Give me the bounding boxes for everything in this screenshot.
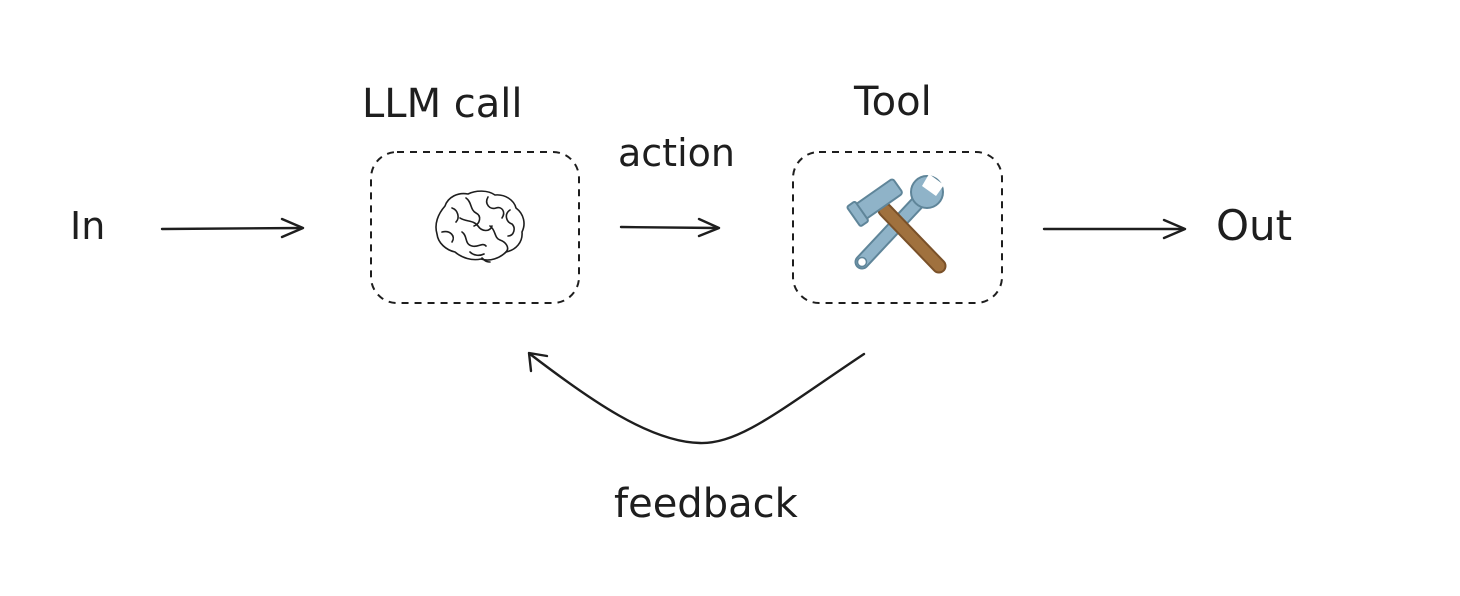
input-label: In <box>70 204 106 248</box>
arrow-llm-to-tool <box>619 217 721 238</box>
output-label: Out <box>1216 201 1293 250</box>
tool-node <box>792 151 1003 304</box>
action-label: action <box>618 131 735 175</box>
brain-icon <box>435 190 525 263</box>
tool-label: Tool <box>854 79 932 125</box>
llm-call-label: LLM call <box>362 81 523 127</box>
hammer-and-wrench-icon <box>846 174 947 274</box>
feedback-label: feedback <box>614 481 798 527</box>
feedback-arrow <box>527 351 866 445</box>
arrow-tool-to-out <box>1042 218 1187 240</box>
llm-call-node <box>370 151 580 304</box>
arrow-in-to-llm <box>160 217 305 239</box>
